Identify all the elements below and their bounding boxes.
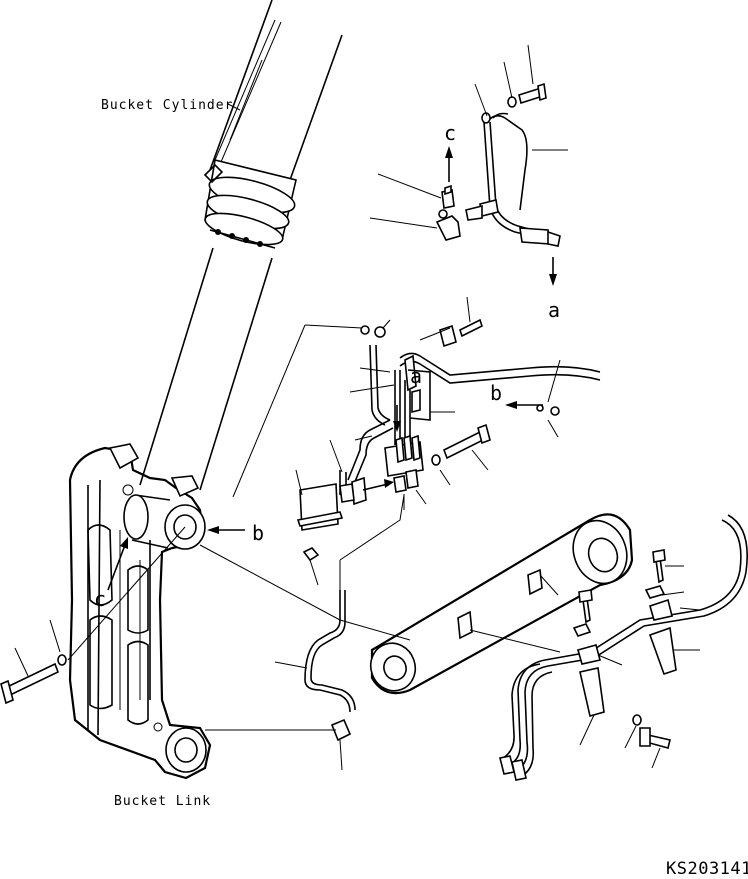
bucket-link <box>369 513 634 695</box>
ref-letter-a-top: a <box>548 298 560 322</box>
ref-letter-c-left: c <box>94 587 106 611</box>
top-hose-group <box>369 44 568 286</box>
mid-hose-group <box>232 296 601 586</box>
drawing-code: KS203141 <box>666 859 748 879</box>
bucket-link-label: Bucket Link <box>114 794 211 809</box>
ref-letter-a-mid: a <box>410 364 422 388</box>
lower-left-hose <box>199 494 411 771</box>
ref-letter-b-left: b <box>252 521 264 545</box>
ref-letter-c-top: c <box>444 121 456 145</box>
arm-tip <box>68 443 212 780</box>
arrow-b-left <box>207 526 245 534</box>
arrow-c-left <box>107 537 128 591</box>
label-leader-bucket-cylinder <box>227 103 241 111</box>
left-pin-bolt <box>0 526 186 705</box>
ref-letter-b-mid: b <box>490 381 502 405</box>
bucket-cylinder-label: Bucket Cylinder <box>101 98 233 113</box>
bucket-cylinder <box>139 0 343 491</box>
right-hose-group <box>469 514 748 781</box>
